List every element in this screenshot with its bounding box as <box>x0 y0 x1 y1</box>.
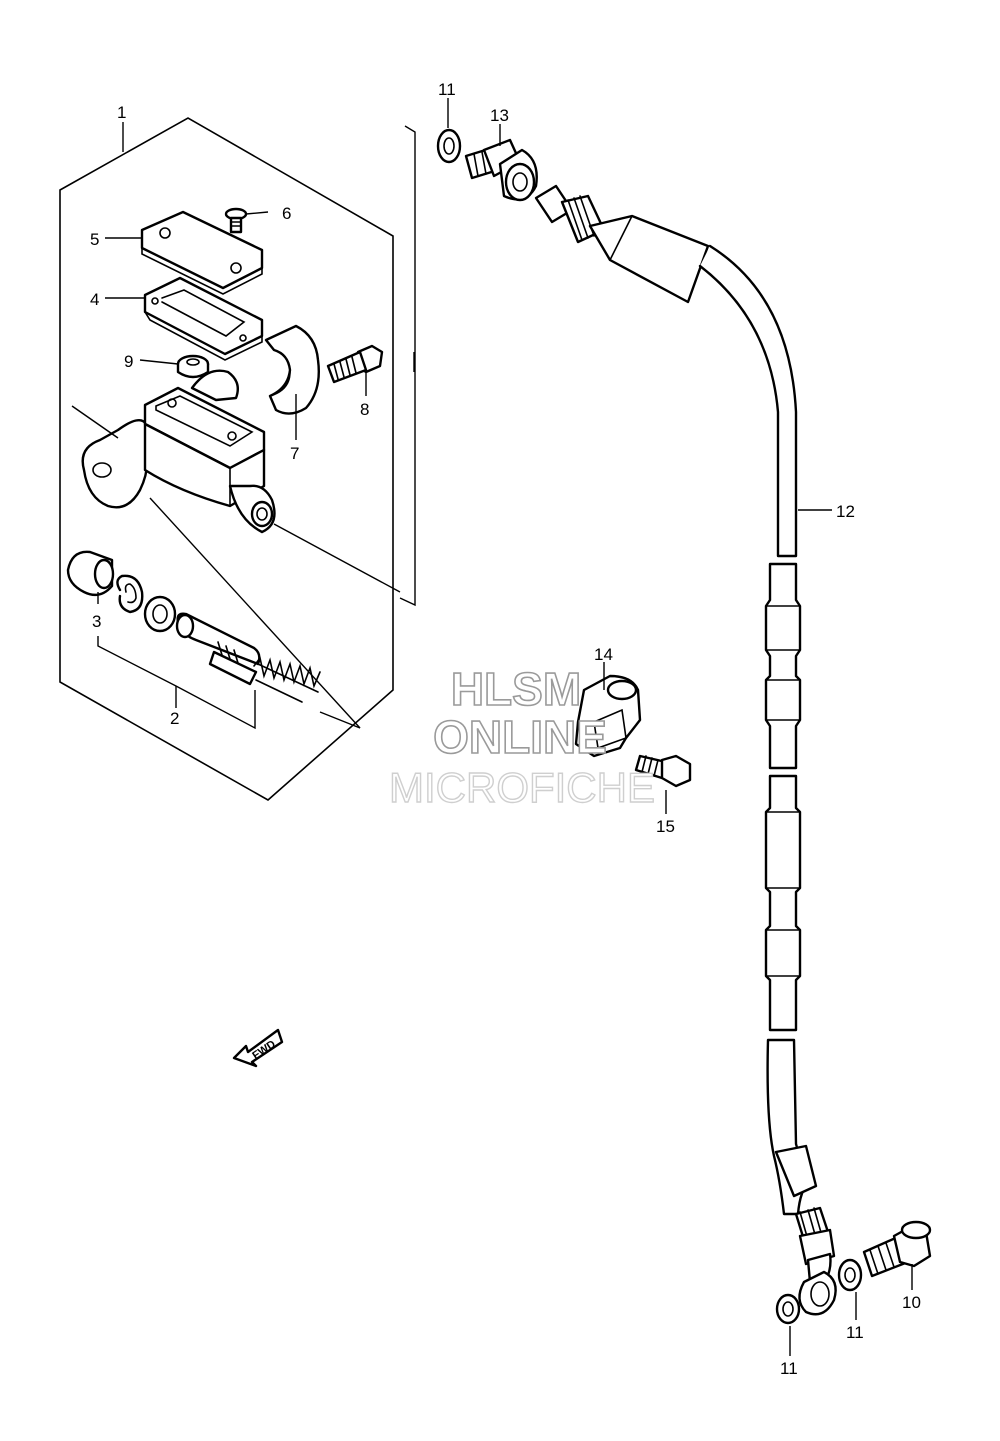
part-15-guide-bolt <box>634 754 692 788</box>
watermark-line-1: HLSM <box>451 663 581 715</box>
part-4-diaphragm <box>143 276 264 361</box>
watermark: HLSM ONLINE MICROFICHE <box>388 662 655 812</box>
callout-11-lower-left: 11 <box>780 1359 798 1378</box>
callout-12: 12 <box>836 502 855 521</box>
callout-2: 2 <box>170 709 179 728</box>
callout-9: 9 <box>124 352 133 371</box>
callout-3: 3 <box>92 612 101 631</box>
callout-4: 4 <box>90 290 99 309</box>
callout-leaders <box>97 98 913 1356</box>
part-13-union-fitting <box>464 138 538 202</box>
callout-10: 10 <box>902 1293 921 1312</box>
part-11-washer-top <box>436 128 462 164</box>
master-cylinder-body <box>81 369 276 534</box>
callout-14: 14 <box>594 645 613 664</box>
part-3-piston-seal <box>66 550 177 633</box>
callout-15: 15 <box>656 817 675 836</box>
part-8-clamp-bolt <box>326 344 384 384</box>
callout-7: 7 <box>290 444 299 463</box>
callout-13: 13 <box>490 106 509 125</box>
callout-6: 6 <box>282 204 291 223</box>
watermark-line-2: ONLINE <box>433 711 607 763</box>
callout-labels: 1 2 3 4 5 6 7 8 9 10 11 11 11 12 13 14 1… <box>90 80 921 1378</box>
callout-5: 5 <box>90 230 99 249</box>
callout-8: 8 <box>360 400 369 419</box>
part-11-washer-lower-right <box>837 1258 863 1292</box>
watermark-line-3: MICROFICHE <box>389 764 655 811</box>
part-14-hose-guide <box>574 674 642 758</box>
part-11-washer-lower-left <box>775 1293 801 1325</box>
callout-1: 1 <box>117 103 126 122</box>
part-9-rubber-boot <box>176 354 210 379</box>
fwd-arrow-icon: FWD <box>232 1028 284 1068</box>
callout-11-lower-right: 11 <box>846 1323 864 1342</box>
part-7-clamp <box>264 324 320 415</box>
part-6-cap-screw <box>224 207 248 234</box>
part-2-piston-spring <box>175 612 321 703</box>
explode-guide-lines <box>71 125 416 729</box>
part-5-reservoir-cap <box>140 210 264 295</box>
assembly-frame <box>59 117 394 801</box>
callout-11-top: 11 <box>438 80 456 99</box>
part-10-union-bolt <box>862 1220 932 1278</box>
part-12-brake-hose <box>534 184 837 1316</box>
